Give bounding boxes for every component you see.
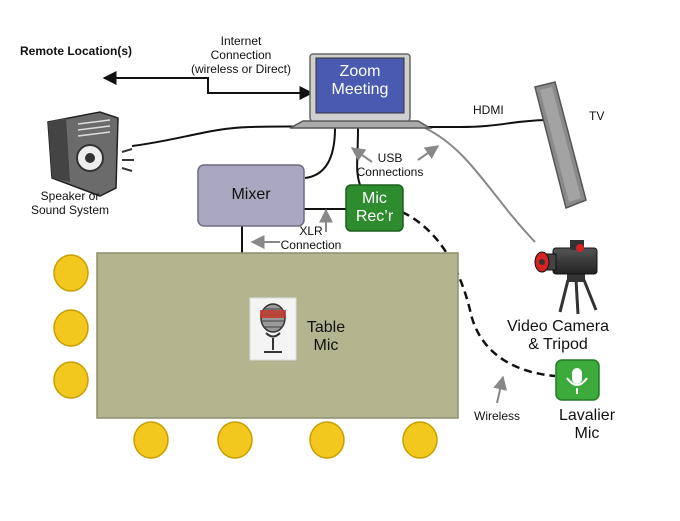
chair: [217, 421, 253, 459]
chair: [309, 421, 345, 459]
mixer-label: Mixer: [231, 186, 271, 203]
laptop-screen-label: Zoom Meeting: [331, 63, 389, 99]
usb-connections-label: USB Connections: [356, 151, 424, 179]
laptop-icon: [289, 53, 433, 129]
tv-label: TV: [589, 109, 605, 123]
wireless-label: Wireless: [474, 409, 521, 423]
chair: [53, 361, 89, 399]
table-mic-icon: [249, 297, 297, 361]
hdmi-cable: [405, 119, 546, 128]
wireless-arrow: [493, 375, 507, 404]
wireless-link: [401, 210, 556, 378]
usb-arrow-left: [350, 147, 373, 163]
hdmi-label: HDMI: [473, 103, 504, 117]
usb-cable-mixer: [304, 127, 336, 179]
xlr-connection-label: XLR Connection: [280, 224, 342, 252]
mic-receiver-label: Mic Rec’r: [355, 190, 394, 226]
chair: [53, 309, 89, 347]
video-camera-label: Video Camera & Tripod: [507, 318, 609, 354]
speaker-label: Speaker or Sound System: [30, 189, 110, 217]
lavalier-mic-label: Lavalier Mic: [558, 407, 616, 443]
usb-cable-receiver: [356, 127, 361, 186]
chair: [133, 421, 169, 459]
camera-cable: [424, 127, 536, 243]
lavalier-mic-icon: [555, 359, 600, 401]
chair: [402, 421, 438, 459]
table-mic-label: Table Mic: [306, 319, 346, 355]
mixer-box: [197, 164, 305, 227]
video-camera-icon: [534, 240, 598, 315]
mic-receiver-box: [345, 184, 404, 232]
remote-location-label: Remote Location(s): [20, 44, 133, 58]
internet-connection-label: Internet Connection (wireless or Direct): [190, 34, 291, 76]
usb-arrow-right: [417, 145, 440, 161]
chair: [53, 254, 89, 292]
tv-icon: [534, 81, 587, 210]
speaker-cable: [131, 125, 321, 147]
internet-connection-arrow: [102, 71, 314, 100]
speaker-icon: [47, 111, 134, 197]
chairs: [53, 254, 438, 459]
